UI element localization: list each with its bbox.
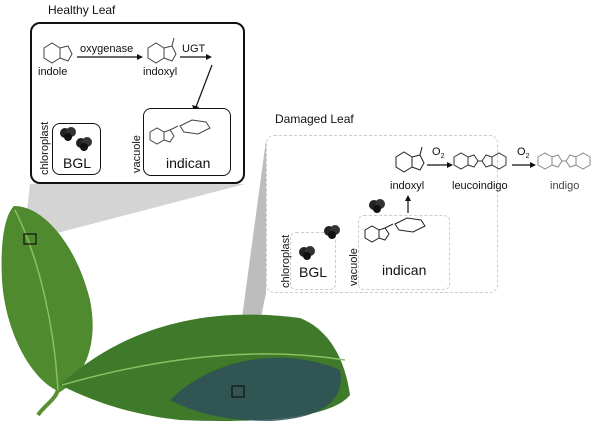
indican-label: indican <box>166 155 211 171</box>
indole-structure-icon <box>43 42 73 64</box>
damaged-chloroplast-label: chloroplast <box>280 234 292 288</box>
ugt-label: UGT <box>182 43 206 55</box>
healthy-sample-square <box>23 233 37 245</box>
o2-text: O <box>432 146 441 158</box>
damaged-indican-label: indican <box>382 262 427 278</box>
o2-subscript: 2 <box>440 153 445 161</box>
indole-label: indole <box>38 66 68 78</box>
oxygenase-label: oxygenase <box>80 43 134 55</box>
o2-label: O2 <box>432 146 444 160</box>
arrow-icon <box>77 54 143 60</box>
healthy-zoom-shadow <box>24 184 245 238</box>
healthy-leaf-title: Healthy Leaf <box>48 3 116 17</box>
vacuole-label: vacuole <box>131 135 143 173</box>
indigo-label: indigo <box>550 180 580 192</box>
indigo-structure-icon <box>537 152 591 170</box>
o2-label: O2 <box>517 146 529 160</box>
damaged-leaf-blue-area <box>170 357 341 421</box>
arrow-icon <box>427 162 453 168</box>
o2-text: O <box>517 146 526 158</box>
indican-structure-icon <box>364 217 426 243</box>
bgl-enzyme-icon <box>299 246 315 260</box>
o2-subscript: 2 <box>525 153 530 161</box>
bgl-enzyme-icon <box>324 225 340 239</box>
vacuole-compartment <box>143 108 231 176</box>
arrow-icon <box>512 162 536 168</box>
healthy-leaf-vein <box>14 209 59 393</box>
damaged-vacuole-label: vacuole <box>348 248 360 286</box>
indoxyl-structure-icon <box>147 37 177 64</box>
indican-structure-icon <box>149 119 211 145</box>
bgl-enzyme-icon <box>369 199 385 213</box>
leucoindigo-label: leucoindigo <box>452 180 508 192</box>
stem <box>36 389 60 417</box>
healthy-leaf <box>1 205 93 392</box>
bgl-enzyme-icon <box>60 127 92 151</box>
indoxyl-structure-icon <box>395 146 425 173</box>
damaged-chloroplast-compartment <box>290 232 336 290</box>
chloroplast-compartment <box>52 123 101 175</box>
chloroplast-label: chloroplast <box>39 121 51 175</box>
damaged-indoxyl-label: indoxyl <box>390 180 425 192</box>
arrow-up-icon <box>405 195 411 213</box>
bgl-label: BGL <box>63 155 92 171</box>
damaged-leaf-title: Damaged Leaf <box>275 112 354 126</box>
leucoindigo-structure-icon <box>453 152 507 170</box>
damaged-bgl-label: BGL <box>299 264 328 280</box>
damaged-vacuole-compartment <box>358 215 450 290</box>
indoxyl-label: indoxyl <box>143 66 178 78</box>
damaged-sample-square <box>231 385 245 398</box>
damaged-leaf-vein <box>61 353 346 386</box>
